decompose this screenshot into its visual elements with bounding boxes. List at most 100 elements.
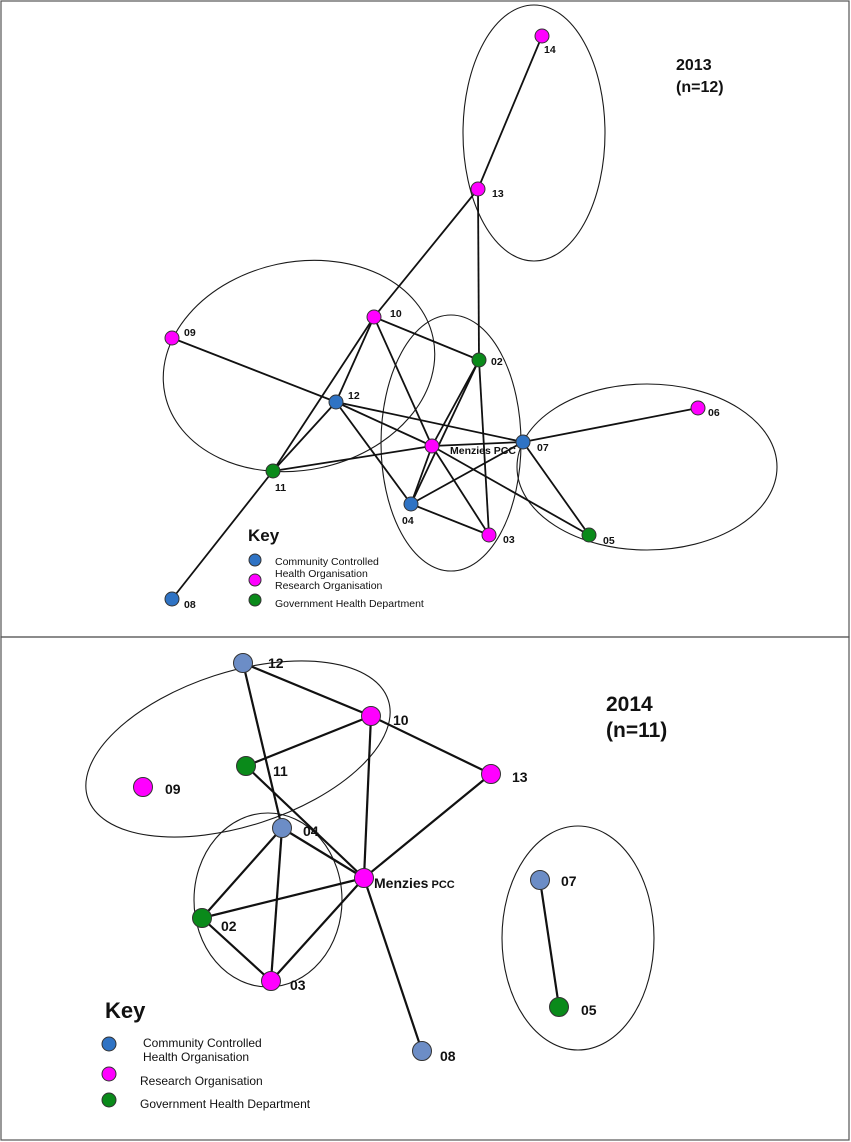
node-2013-05 (581, 527, 597, 543)
edge-2014-10-men (362, 715, 373, 879)
key-2013: Key Community Controlled Health Organisa… (248, 526, 424, 610)
node-label-2013-11: 11 (275, 482, 286, 494)
key-2014-research-label: Research Organisation (140, 1074, 263, 1088)
node-label-2014-10: 10 (393, 712, 409, 728)
edge-2013-men-05 (431, 445, 590, 536)
node-sublabel-2014-men: PCC (428, 879, 454, 891)
edge-2013-14-13 (477, 35, 543, 190)
node-2014-04 (272, 818, 292, 838)
edge-2013-10-12 (335, 316, 375, 403)
node-label-2013-07: 07 (537, 442, 549, 454)
key-2014-research-swatch (101, 1066, 117, 1082)
node-label-2013-04: 04 (402, 515, 414, 527)
node-label-2014-11: 11 (273, 763, 288, 779)
node-2013-06 (690, 400, 706, 416)
node-label-2013-10: 10 (390, 308, 402, 320)
node-2013-12 (328, 394, 344, 410)
node-label-2013-08: 08 (184, 599, 196, 611)
edge-2014-04-02 (201, 827, 283, 919)
node-label-2013-09: 09 (184, 327, 196, 339)
cluster-2014-left (193, 812, 343, 988)
edge-2014-12-10 (242, 661, 372, 718)
node-2013-03 (481, 527, 497, 543)
edge-2013-12-04 (335, 401, 412, 505)
node-label-2014-09: 09 (165, 781, 181, 797)
edge-2013-12-men (335, 401, 433, 447)
edge-2013-10-11 (272, 316, 375, 472)
node-label-2013-06: 06 (708, 407, 720, 419)
node-label-2013-men: Menzies PCC (450, 445, 516, 457)
edge-2013-07-06 (522, 407, 699, 443)
edge-2013-02-04 (410, 359, 480, 505)
node-2013-11 (265, 463, 281, 479)
node-2014-09 (133, 777, 153, 797)
key-2013-title: Key (248, 526, 280, 545)
node-2014-07 (530, 870, 550, 890)
key-2013-government-swatch (248, 593, 262, 607)
node-2014-08 (412, 1041, 432, 1061)
edge-2014-03-men (270, 877, 365, 982)
cluster-2014-right (501, 825, 655, 1051)
edge-2013-10-02 (373, 316, 480, 361)
node-2013-men (424, 438, 440, 454)
edge-2013-13-10 (373, 188, 479, 318)
node-label-2014-07: 07 (561, 873, 577, 889)
node-label-2014-13: 13 (512, 769, 528, 785)
cluster-2013-right (516, 383, 778, 551)
cluster-2013-left (162, 259, 436, 473)
edge-2013-men-04 (410, 445, 433, 505)
node-label-2013-12: 12 (348, 390, 360, 402)
clusters-2014 (85, 660, 655, 1051)
key-2014-government-swatch (101, 1092, 117, 1108)
key-2014-community-label-1: Community Controlled (143, 1036, 262, 1050)
edge-2014-07-05 (538, 879, 561, 1008)
cluster-2014-top (85, 660, 391, 838)
edge-2013-07-04 (410, 441, 524, 505)
edge-2014-13-men (363, 773, 492, 879)
node-2013-08 (164, 591, 180, 607)
edge-2013-02-men (431, 359, 480, 447)
edge-2014-men-08 (362, 877, 424, 1052)
edge-2013-13-02 (477, 188, 480, 361)
cluster-2013-top (462, 4, 606, 262)
key-2013-research-swatch (248, 573, 262, 587)
node-label-2013-14: 14 (544, 44, 556, 56)
node-2013-14 (534, 28, 550, 44)
node-label-2014-08: 08 (440, 1048, 456, 1064)
node-2014-03 (261, 971, 281, 991)
node-2014-05 (549, 997, 569, 1017)
node-label-2013-05: 05 (603, 535, 615, 547)
key-2013-community-label-2: Health Organisation (275, 568, 368, 580)
node-label-2013-13: 13 (492, 188, 504, 200)
node-2013-10 (366, 309, 382, 325)
edge-2013-09-12 (171, 337, 337, 403)
node-2013-09 (164, 330, 180, 346)
edge-2014-04-men (281, 827, 365, 879)
panel-2013-frame (0, 0, 850, 638)
node-2014-13 (481, 764, 501, 784)
node-label-2014-men: Menzies PCC (374, 875, 455, 891)
node-2014-02 (192, 908, 212, 928)
node-2014-11 (236, 756, 256, 776)
edge-2014-11-men (245, 765, 365, 879)
key-2013-research-label: Research Organisation (275, 580, 383, 592)
node-label-2014-03: 03 (290, 977, 306, 993)
edges-2014 (201, 661, 561, 1052)
node-2014-12 (233, 653, 253, 673)
panel-2014-year: 2014 (606, 693, 653, 716)
key-2013-community-label-1: Community Controlled (275, 556, 379, 568)
panel-2014-count: (n=11) (606, 719, 667, 742)
edge-2013-men-07 (431, 441, 524, 447)
node-2014-men (354, 868, 374, 888)
key-2014-government-label: Government Health Department (140, 1097, 311, 1111)
edge-2014-02-men (201, 876, 365, 920)
edge-2013-10-men (373, 316, 433, 447)
node-label-2013-02: 02 (491, 356, 503, 368)
edge-2014-11-10 (245, 714, 372, 768)
edges-2013 (171, 35, 699, 600)
edge-2014-10-13 (370, 715, 492, 775)
key-2014-community-label-2: Health Organisation (143, 1050, 249, 1064)
